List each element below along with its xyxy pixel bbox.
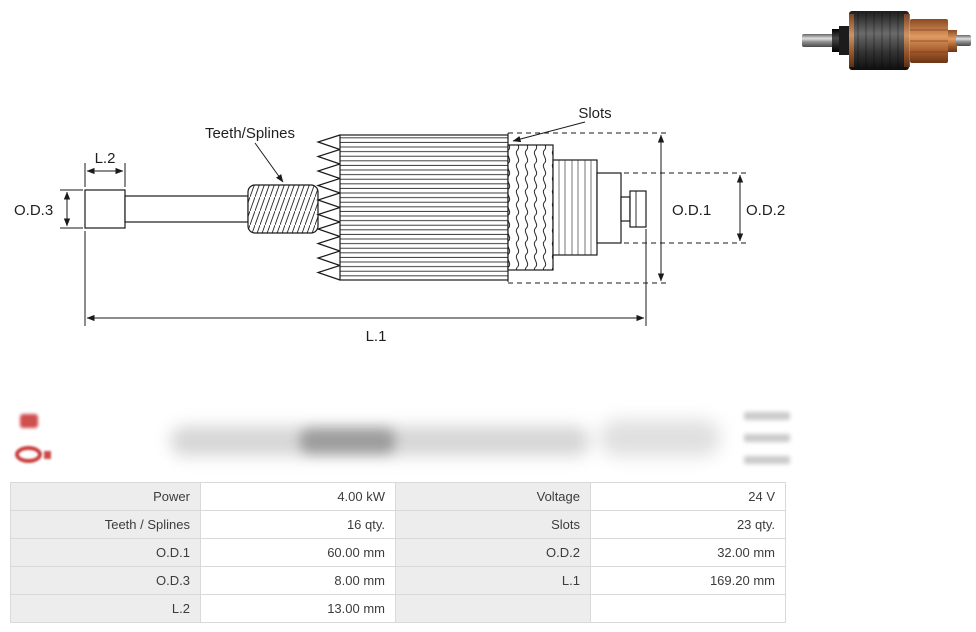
table-row: Teeth / Splines 16 qty. Slots 23 qty. <box>10 510 786 539</box>
red-logo-mark <box>20 414 38 428</box>
red-logo-dot <box>44 451 51 459</box>
commutator <box>507 144 554 271</box>
spec-label: L.2 <box>10 594 201 623</box>
photo-winding-left <box>849 14 854 67</box>
photo-core <box>849 11 909 70</box>
armature-outline <box>84 134 647 281</box>
spec-label: Slots <box>395 510 591 539</box>
blurred-watermark <box>170 426 590 456</box>
photo-shaft-left <box>802 34 834 47</box>
table-row: Power 4.00 kW Voltage 24 V <box>10 482 786 511</box>
commutator-barrel <box>552 159 598 256</box>
shaft-tip <box>620 196 631 222</box>
armature-dimension-diagram: O.D.3 L.2 Teeth/Splines Slots O.D.1 O.D.… <box>14 105 785 345</box>
table-row: O.D.3 8.00 mm L.1 169.20 mm <box>10 566 786 595</box>
table-row: O.D.1 60.00 mm O.D.2 32.00 mm <box>10 538 786 567</box>
spec-value: 32.00 mm <box>590 538 786 567</box>
photo-shaft-right <box>956 35 971 46</box>
winding-fan <box>316 134 342 281</box>
shaft-end-left <box>84 189 126 229</box>
spec-label <box>395 594 591 623</box>
armature-core <box>339 134 509 281</box>
photo-winding-right <box>904 14 910 67</box>
spec-label: O.D.3 <box>10 566 201 595</box>
od1-label: O.D.1 <box>672 202 711 219</box>
spec-value: 169.20 mm <box>590 566 786 595</box>
od3-label: O.D.3 <box>14 202 53 219</box>
l2-label: L.2 <box>95 150 116 167</box>
spec-label: L.1 <box>395 566 591 595</box>
spec-label: Power <box>10 482 201 511</box>
slots-label: Slots <box>578 105 611 122</box>
spec-value: 4.00 kW <box>200 482 396 511</box>
armature-product-photo <box>802 11 971 70</box>
l1-label: L.1 <box>366 328 387 345</box>
table-row: L.2 13.00 mm <box>10 594 786 623</box>
spec-value: 16 qty. <box>200 510 396 539</box>
red-logo-emblem <box>15 446 42 463</box>
photo-collar <box>832 29 839 52</box>
spec-value: 23 qty. <box>590 510 786 539</box>
photo-collar-right <box>948 30 957 52</box>
blurred-text-line <box>744 456 790 464</box>
spec-label: O.D.2 <box>395 538 591 567</box>
blurred-text-line <box>744 412 790 420</box>
spec-value: 13.00 mm <box>200 594 396 623</box>
spec-value: 24 V <box>590 482 786 511</box>
spline-section <box>247 184 319 234</box>
blurred-watermark-right <box>600 420 720 456</box>
spec-value <box>590 594 786 623</box>
spec-label: O.D.1 <box>10 538 201 567</box>
photo-spline <box>839 26 849 55</box>
od2-label: O.D.2 <box>746 202 785 219</box>
spec-value: 8.00 mm <box>200 566 396 595</box>
blurred-text-line <box>744 434 790 442</box>
bearing-step <box>596 172 622 244</box>
shaft-end-right <box>629 190 647 228</box>
reference-dashed-lines <box>507 132 750 284</box>
dimension-lines <box>60 121 744 326</box>
blurred-watermark-center <box>300 428 395 454</box>
shaft <box>124 195 249 223</box>
spec-value: 60.00 mm <box>200 538 396 567</box>
watermark-strip <box>0 404 976 480</box>
spec-label: Teeth / Splines <box>10 510 201 539</box>
spec-table: Power 4.00 kW Voltage 24 V Teeth / Splin… <box>10 482 786 623</box>
teeth-splines-label: Teeth/Splines <box>205 125 295 142</box>
spec-label: Voltage <box>395 482 591 511</box>
